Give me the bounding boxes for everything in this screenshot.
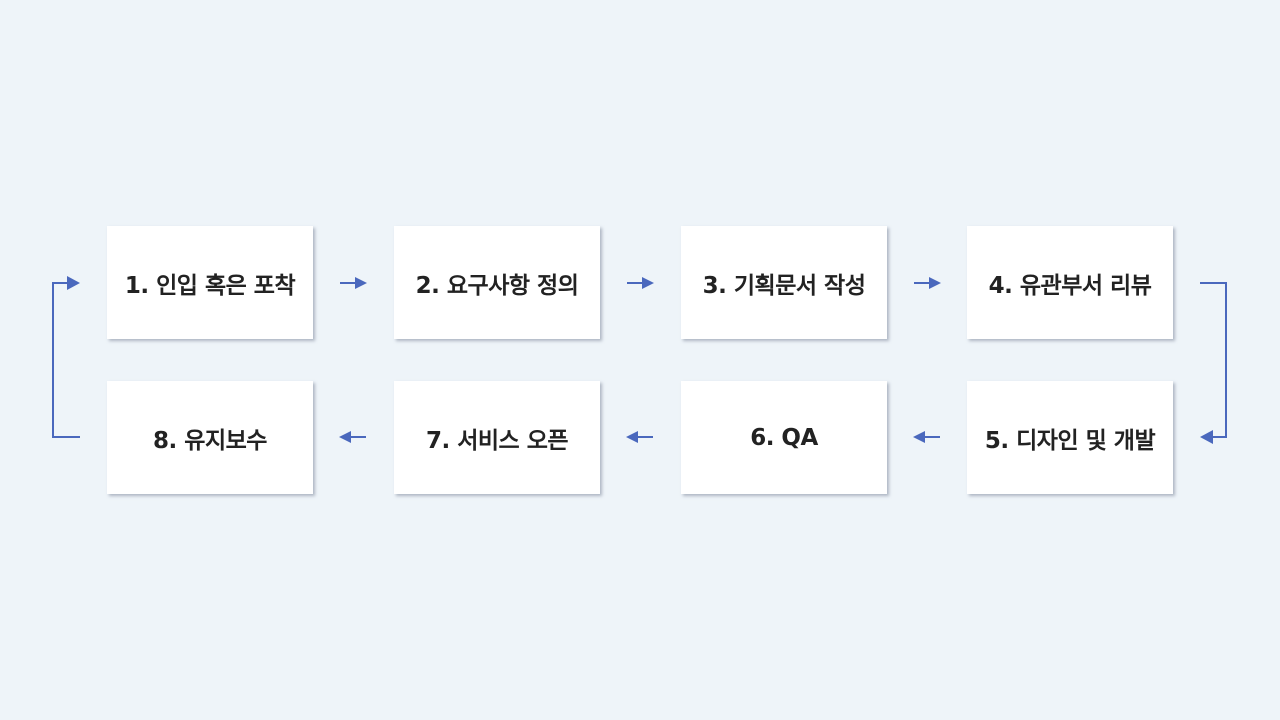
step-7-label: 7. 서비스 오픈 xyxy=(425,427,569,454)
arrowhead-8-to-1 xyxy=(67,276,80,290)
arrowhead-2-to-3 xyxy=(642,277,654,289)
step-8-box: 8. 유지보수 xyxy=(107,381,313,494)
connector-4-to-5 xyxy=(1200,282,1227,438)
connector-8-to-1 xyxy=(52,282,80,438)
step-1-box: 1. 인입 혹은 포착 xyxy=(107,226,313,339)
step-3-label: 3. 기획문서 작성 xyxy=(702,272,866,299)
arrowhead-3-to-4 xyxy=(929,277,941,289)
step-6-box: 6. QA xyxy=(681,381,887,494)
step-6-label: 6. QA xyxy=(750,424,818,451)
arrowhead-6-to-7 xyxy=(626,431,638,443)
arrowhead-1-to-2 xyxy=(355,277,367,289)
step-3-box: 3. 기획문서 작성 xyxy=(681,226,887,339)
step-1-label: 1. 인입 혹은 포착 xyxy=(124,272,296,299)
step-4-label: 4. 유관부서 리뷰 xyxy=(988,272,1152,299)
arrowhead-7-to-8 xyxy=(339,431,351,443)
step-5-label: 5. 디자인 및 개발 xyxy=(984,427,1156,454)
arrowhead-5-to-6 xyxy=(913,431,925,443)
step-7-box: 7. 서비스 오픈 xyxy=(394,381,600,494)
step-5-box: 5. 디자인 및 개발 xyxy=(967,381,1173,494)
step-4-box: 4. 유관부서 리뷰 xyxy=(967,226,1173,339)
arrowhead-4-to-5 xyxy=(1200,430,1213,444)
step-8-label: 8. 유지보수 xyxy=(153,427,267,454)
step-2-box: 2. 요구사항 정의 xyxy=(394,226,600,339)
step-2-label: 2. 요구사항 정의 xyxy=(415,272,579,299)
